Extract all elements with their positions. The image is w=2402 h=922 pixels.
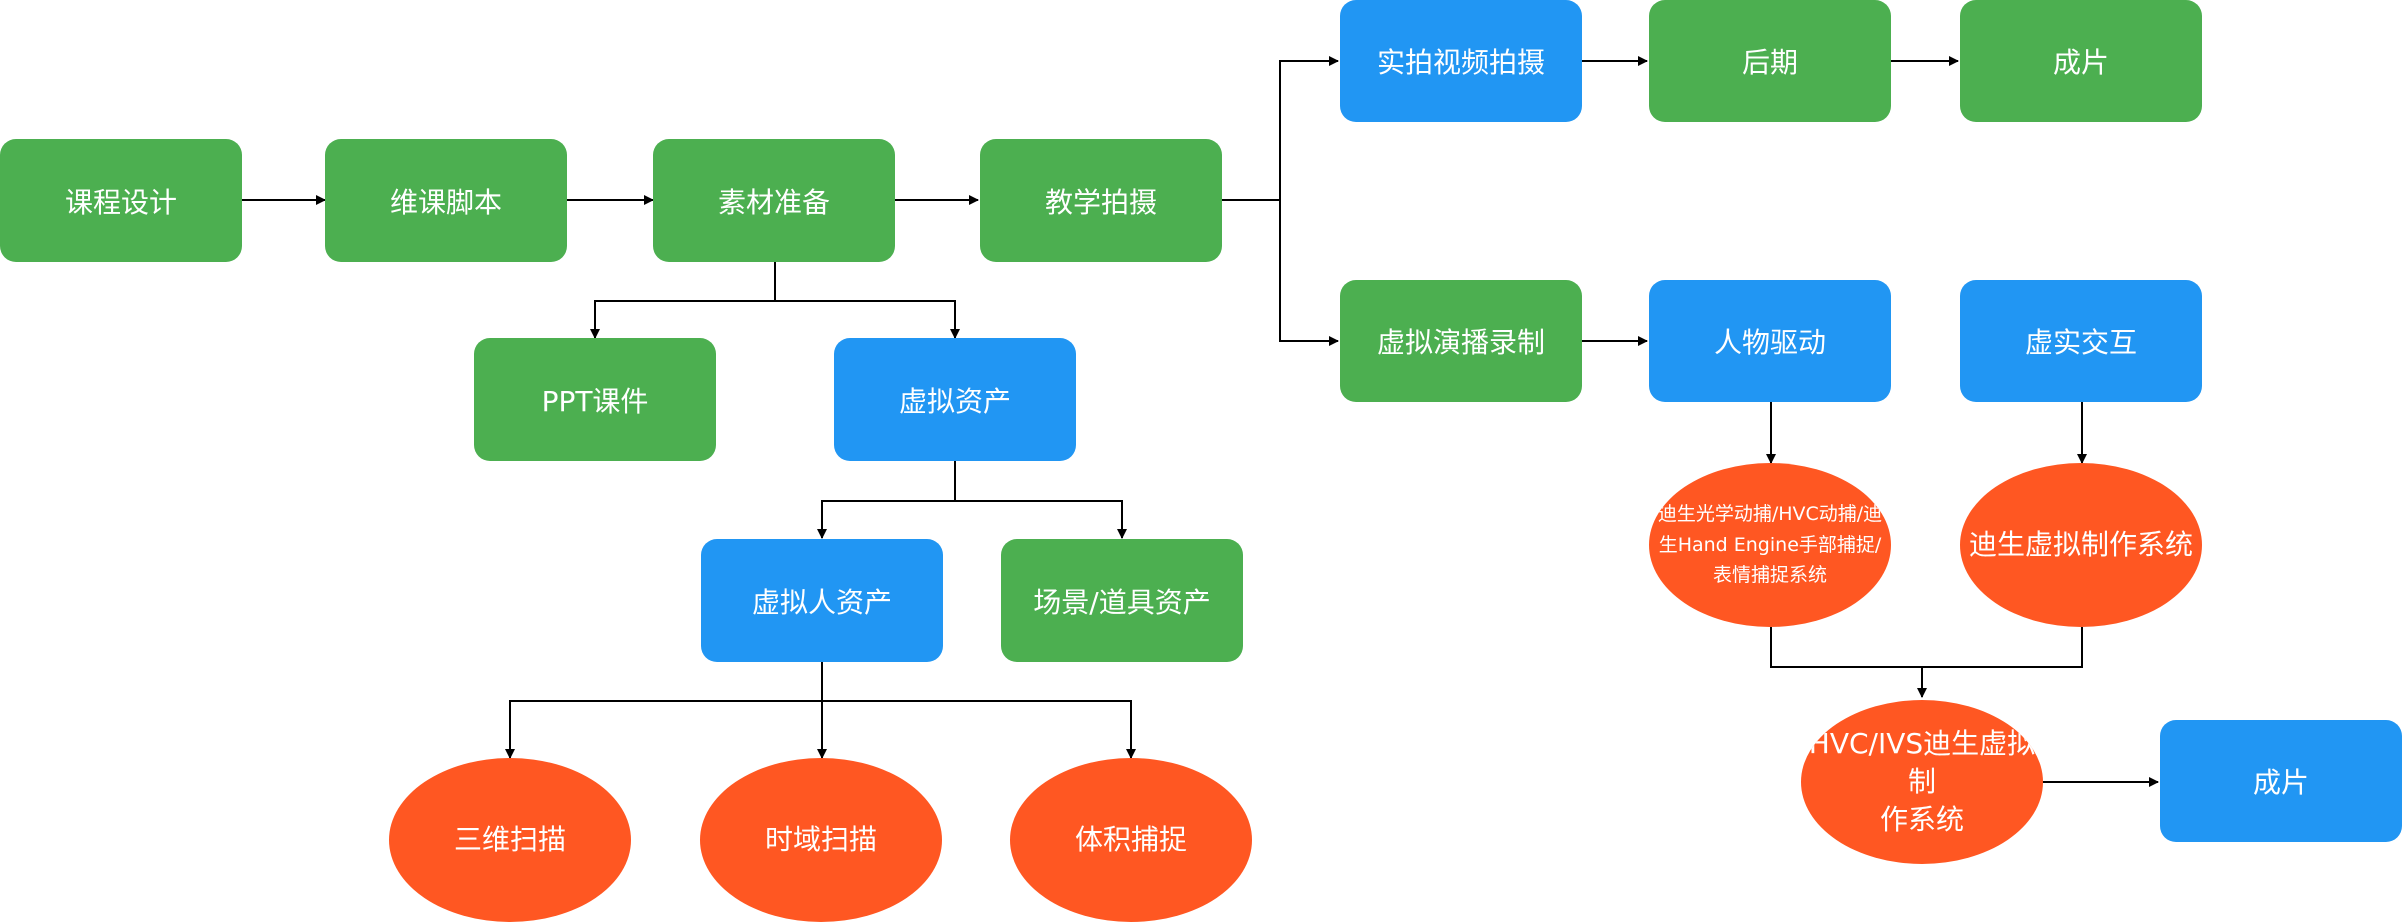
volumetric-capture-node[interactable]: 体积捕捉 [1010,758,1252,922]
edge-shoot-to-virtual-studio [1279,200,1339,346]
ppt-courseware-label: PPT课件 [541,384,649,418]
3d-scan-node[interactable]: 三维扫描 [389,758,631,922]
final-output-bottom-label: 成片 [2252,766,2309,799]
virtual-assets-label: 虚拟资产 [898,384,1011,418]
edge-material-to-ppt [590,262,776,339]
virtual-studio-label: 虚拟演播录制 [1376,326,1545,359]
final-output-top-node[interactable]: 成片 [1960,0,2202,122]
virtual-assets-node[interactable]: 虚拟资产 [834,338,1076,461]
volumetric-capture-label: 体积捕捉 [1074,823,1187,857]
edge-vp-system-to-hvc [1922,627,2083,668]
edge-assets-to-human-assets [817,461,956,539]
script-node[interactable]: 维课脚本 [325,139,567,262]
character-drive-node[interactable]: 人物驱动 [1649,280,1891,402]
hvc-ivs-system-node[interactable]: HVC/IVS迪生虚拟制 作系统 [1801,700,2043,864]
edge-human-to-3d-scan [505,662,823,759]
script-label: 维课脚本 [389,185,502,219]
edge-human-to-volumetric [822,700,1136,759]
scene-prop-assets-node[interactable]: 场景/道具资产 [1001,539,1243,662]
virtual-production-system-node[interactable]: 迪生虚拟制作系统 [1960,463,2202,627]
post-production-label: 后期 [1741,46,1798,79]
motion-capture-systems-label: 迪生光学动捕/HVC动捕/迪 生Hand Engine手部捕捉/ 表情捕捉系统 [1657,503,1883,587]
course-design-node[interactable]: 课程设计 [0,139,242,262]
edge-shoot-to-live-video [1222,56,1339,201]
post-production-node[interactable]: 后期 [1649,0,1891,122]
final-output-top-label: 成片 [2052,46,2109,79]
teaching-shoot-node[interactable]: 教学拍摄 [980,139,1222,262]
3d-scan-label: 三维扫描 [453,823,566,857]
virtual-real-interaction-label: 虚实交互 [2024,326,2137,359]
edge-assets-to-scene-assets [955,500,1127,539]
virtual-human-assets-label: 虚拟人资产 [751,585,892,619]
hvc-ivs-system-label: HVC/IVS迪生虚拟制 作系统 [1808,727,2036,836]
motion-capture-systems-node[interactable]: 迪生光学动捕/HVC动捕/迪 生Hand Engine手部捕捉/ 表情捕捉系统 [1649,463,1891,627]
scene-prop-assets-label: 场景/道具资产 [1033,585,1211,619]
temporal-scan-node[interactable]: 时域扫描 [700,758,942,922]
live-video-shoot-label: 实拍视频拍摄 [1376,46,1545,79]
live-video-shoot-node[interactable]: 实拍视频拍摄 [1340,0,1582,122]
course-design-label: 课程设计 [64,185,177,219]
material-prep-label: 素材准备 [717,185,830,219]
virtual-production-system-label: 迪生虚拟制作系统 [1968,528,2193,562]
temporal-scan-label: 时域扫描 [764,823,877,857]
virtual-human-assets-node[interactable]: 虚拟人资产 [701,539,943,662]
virtual-real-interaction-node[interactable]: 虚实交互 [1960,280,2202,402]
teaching-shoot-label: 教学拍摄 [1044,185,1157,219]
character-drive-label: 人物驱动 [1713,326,1826,359]
edge-material-to-virtual-assets [775,300,960,339]
final-output-bottom-node[interactable]: 成片 [2160,720,2402,842]
virtual-studio-node[interactable]: 虚拟演播录制 [1340,280,1582,402]
edge-capture-to-hvc [1770,627,1927,698]
ppt-courseware-node[interactable]: PPT课件 [474,338,716,461]
material-prep-node[interactable]: 素材准备 [653,139,895,262]
